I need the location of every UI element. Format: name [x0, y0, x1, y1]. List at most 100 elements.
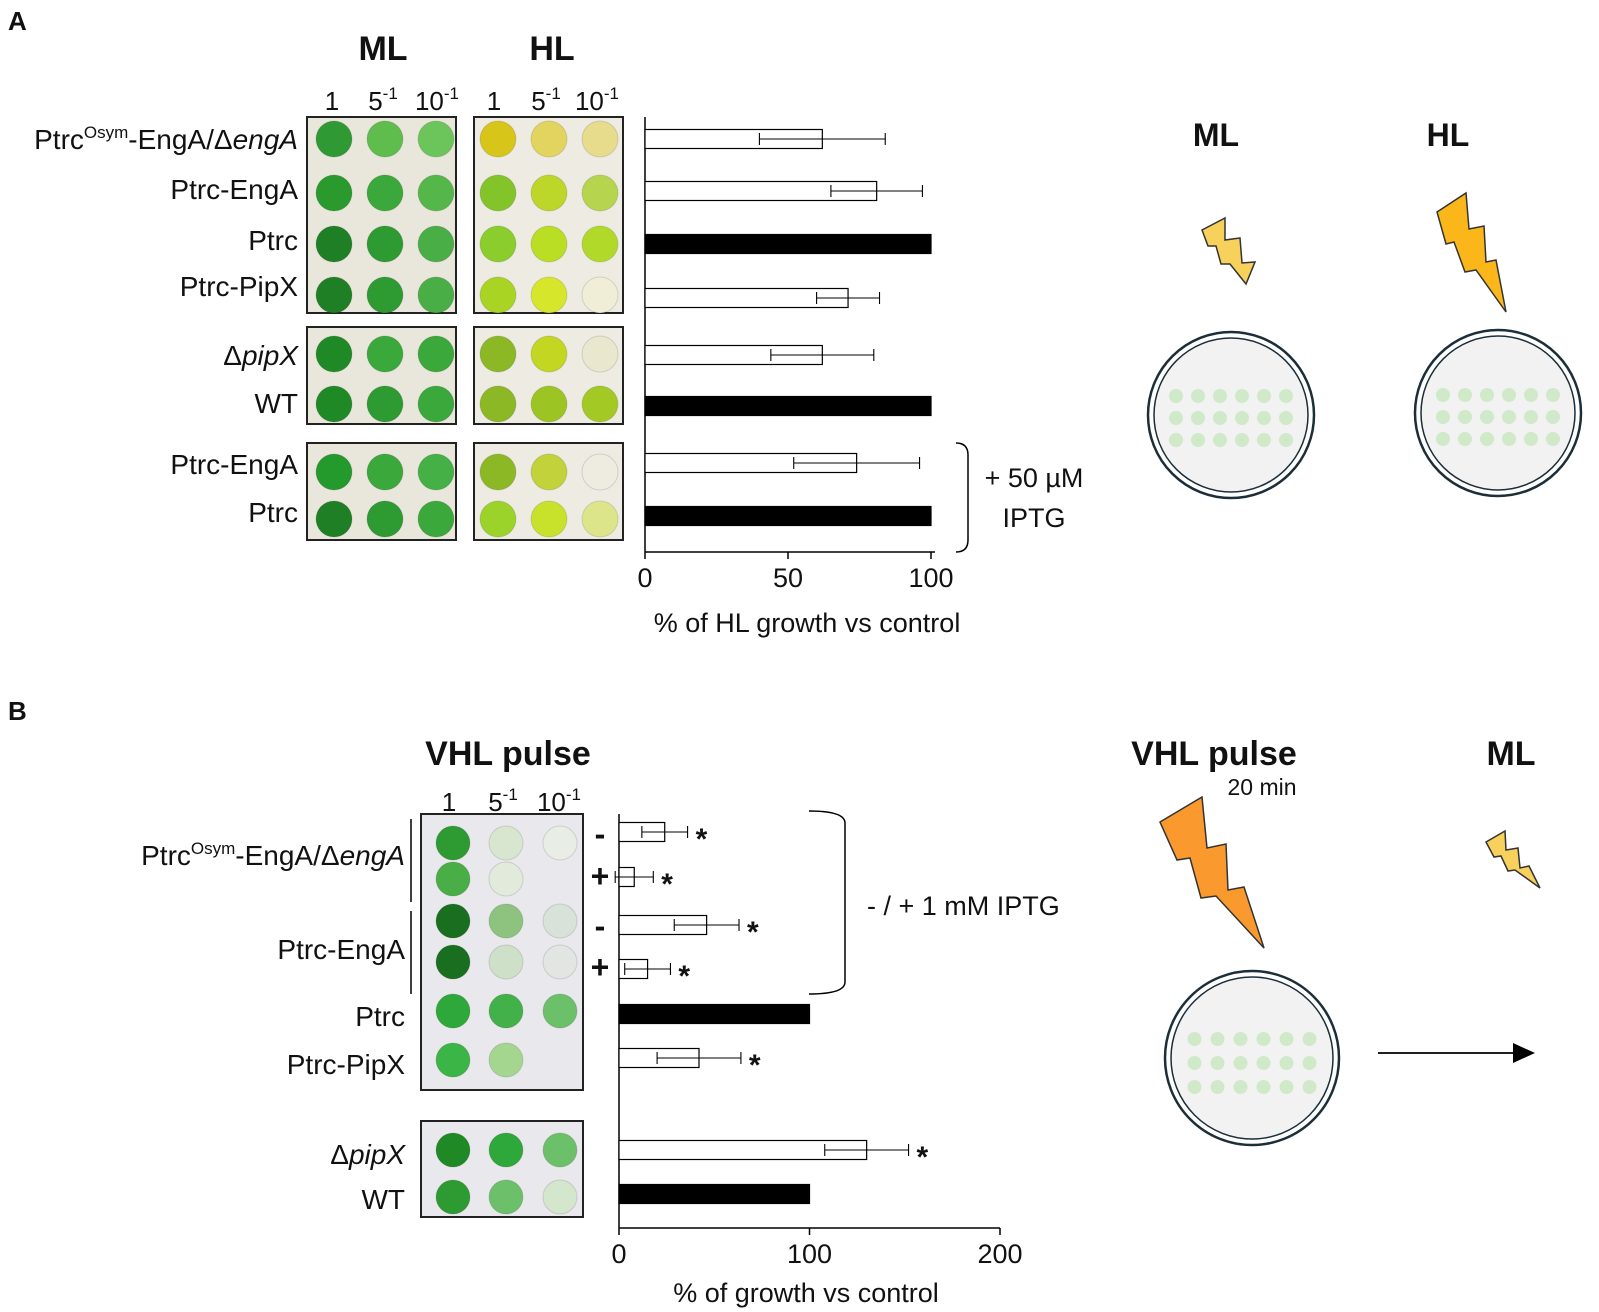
label-wt-b: WT — [361, 1184, 405, 1215]
colony-hl-7-0 — [479, 500, 517, 538]
label-ptrc-enga-a: Ptrc-EngA — [170, 174, 298, 205]
dilution-headers-b: 1 5-1 10-1 — [442, 785, 581, 817]
dish-inner-vhl — [1170, 976, 1334, 1140]
hl-light-icon — [1436, 191, 1507, 313]
colony-hl-3-2 — [581, 276, 619, 314]
colony-vhl-2-2 — [542, 903, 578, 939]
tick-label-0: 0 — [637, 563, 652, 593]
sign-plus-2: + — [591, 949, 610, 985]
schematic-vhl-label: VHL pulse — [1131, 735, 1297, 773]
vhl-heading: VHL pulse — [425, 735, 591, 773]
label-ptrc-iptg-a: Ptrc — [248, 497, 298, 528]
colony-vhl-6-1 — [488, 1132, 524, 1168]
colony-vhl-7-0 — [435, 1179, 471, 1215]
colony-ml-4-1 — [366, 335, 404, 373]
dish-spot-2-2 — [1480, 432, 1494, 446]
label-osym-a: PtrcOsym-EngA/ΔengA — [34, 123, 298, 155]
colony-hl-5-1 — [530, 385, 568, 423]
colony-hl-6-1 — [530, 453, 568, 491]
colony-hl-6-0 — [479, 453, 517, 491]
dish-spot-1-2 — [1233, 1056, 1248, 1070]
petri-dish-hl — [1413, 328, 1583, 498]
dish-spot-0-2 — [1480, 388, 1494, 402]
colony-hl-7-2 — [581, 500, 619, 538]
dish-spot-2-3 — [1502, 432, 1516, 446]
dish-spot-0-1 — [1458, 388, 1472, 402]
colony-vhl-7-2 — [542, 1179, 578, 1215]
label-ptrc-enga-iptg-a: Ptrc-EngA — [170, 449, 298, 480]
colony-ml-3-0 — [315, 276, 353, 314]
colony-vhl-0-1 — [488, 825, 524, 861]
dilution-5-hl: 5-1 — [531, 84, 561, 116]
iptg-a-line2: IPTG — [1002, 503, 1065, 533]
dish-spot-1-2 — [1480, 410, 1494, 424]
tick-label-1: 100 — [787, 1239, 832, 1269]
dish-spot-2-2 — [1233, 1080, 1248, 1094]
dish-spot-0-1 — [1210, 1032, 1225, 1046]
dish-spot-0-2 — [1213, 389, 1227, 403]
colony-hl-7-1 — [530, 500, 568, 538]
hl-heading: HL — [529, 30, 574, 68]
sign-minus-2: - — [595, 908, 606, 944]
colony-hl-3-0 — [479, 276, 517, 314]
schematic-duration: 20 min — [1227, 774, 1296, 800]
colony-vhl-2-1 — [488, 903, 524, 939]
ml-heading: ML — [358, 30, 407, 68]
colony-hl-2-2 — [581, 225, 619, 263]
dish-spot-0-2 — [1233, 1032, 1248, 1046]
colony-hl-1-2 — [581, 174, 619, 212]
colony-ml-5-1 — [366, 385, 404, 423]
tick-label-1: 50 — [773, 563, 803, 593]
colony-hl-0-1 — [530, 120, 568, 158]
colony-ml-1-1 — [366, 174, 404, 212]
plates-a — [306, 116, 624, 541]
dish-spot-2-2 — [1213, 433, 1227, 447]
label-ptrc-enga-b: Ptrc-EngA — [277, 934, 405, 965]
colony-vhl-6-2 — [542, 1132, 578, 1168]
strain-labels-a: PtrcOsym-EngA/ΔengA Ptrc-EngA Ptrc Ptrc-… — [34, 123, 299, 528]
dish-spot-0-0 — [1436, 388, 1450, 402]
dish-spot-2-5 — [1546, 432, 1560, 446]
significance-star-6: * — [917, 1141, 929, 1174]
schematic-ml-label: ML — [1193, 117, 1239, 153]
dish-spot-2-0 — [1169, 433, 1183, 447]
colony-vhl-4-1 — [488, 993, 524, 1029]
dish-spot-1-3 — [1502, 410, 1516, 424]
dilution-10: 10-1 — [415, 84, 459, 116]
colony-ml-6-2 — [417, 453, 455, 491]
dish-spot-1-4 — [1279, 1056, 1294, 1070]
dilution-headers-a: 1 5-1 10-1 1 5-1 10-1 — [325, 84, 619, 116]
dish-spot-1-2 — [1213, 411, 1227, 425]
colony-vhl-1-0 — [435, 861, 471, 897]
colony-ml-0-0 — [315, 120, 353, 158]
colony-vhl-3-2 — [542, 944, 578, 980]
label-ptrc-a: Ptrc — [248, 225, 298, 256]
dish-spot-0-3 — [1256, 1032, 1271, 1046]
colony-vhl-2-0 — [435, 903, 471, 939]
chart-a-xlabel: % of HL growth vs control — [654, 608, 961, 638]
iptg-bracket-b — [808, 810, 846, 995]
dilution-10-hl: 10-1 — [575, 84, 619, 116]
dish-spots-vhl — [1187, 1032, 1317, 1094]
ml-after-light-icon — [1484, 829, 1541, 889]
transfer-arrow-head — [1513, 1043, 1535, 1063]
colony-ml-4-0 — [315, 335, 353, 373]
panel-a-letter: A — [8, 6, 27, 36]
dish-spots-hl — [1436, 388, 1560, 446]
petri-dish-vhl — [1163, 969, 1341, 1147]
tick-label-2: 200 — [977, 1239, 1022, 1269]
colony-vhl-3-1 — [488, 944, 524, 980]
dish-spot-2-4 — [1279, 1080, 1294, 1094]
colony-vhl-7-1 — [488, 1179, 524, 1215]
colony-hl-0-2 — [581, 120, 619, 158]
colony-ml-6-1 — [366, 453, 404, 491]
chart-b-xlabel: % of growth vs control — [673, 1278, 939, 1308]
label-pipx-a: ΔpipX — [223, 340, 299, 371]
colony-vhl-5-0 — [435, 1042, 471, 1078]
dish-inner-hl — [1420, 335, 1576, 491]
dish-spot-1-1 — [1210, 1056, 1225, 1070]
petri-dish-ml — [1146, 330, 1316, 500]
